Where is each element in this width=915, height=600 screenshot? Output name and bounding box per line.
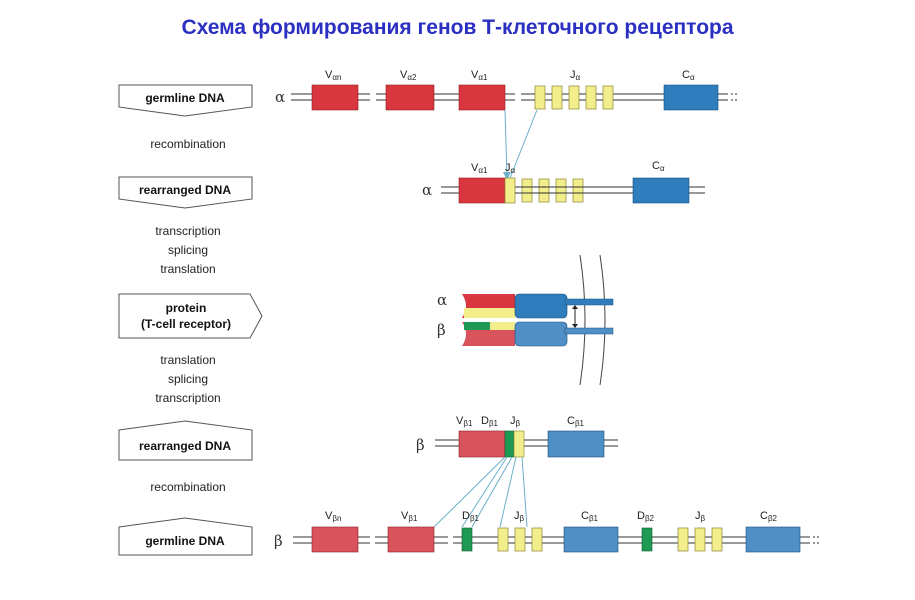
step-translation: translation <box>160 353 216 367</box>
beta-chain-constant <box>514 321 568 347</box>
cell-membrane <box>579 254 586 386</box>
d-beta-2-segment <box>641 527 653 552</box>
beta-recombination-links <box>433 456 528 528</box>
step-splicing: splicing <box>167 372 209 386</box>
label-v-alpha-1: Vα1 <box>471 162 488 175</box>
label-v-alpha-1: Vα1 <box>471 69 488 82</box>
j-beta-1-segments <box>497 527 543 552</box>
step-transcription: transcription <box>155 224 221 238</box>
beta-rearranged-row: β Vβ1 Dβ1 Jβ Cβ1 <box>416 415 618 458</box>
alpha-recombination-links <box>504 109 538 179</box>
label-j-beta-2: Jβ <box>695 510 706 523</box>
v-alpha-n-segment <box>311 84 359 111</box>
label-v-beta-1: Vβ1 <box>401 510 418 523</box>
c-alpha-segment <box>632 177 690 204</box>
d-beta-1-segment <box>504 430 515 458</box>
v-beta-n-segment <box>311 526 359 553</box>
v-alpha-1-segment <box>458 84 506 111</box>
label-v-alpha-2: Vα2 <box>400 69 417 82</box>
label-v-beta-n: Vβn <box>325 510 341 523</box>
step-transcription: transcription <box>155 391 221 405</box>
label-j-alpha: Jα <box>505 162 516 175</box>
beta-chain-label: β <box>416 436 425 454</box>
page-title: Схема формирования генов Т-клеточного ре… <box>181 16 734 39</box>
label-j-beta: Jβ <box>510 415 521 428</box>
label-c-beta-1: Cβ1 <box>581 510 599 523</box>
d-beta-1-segment <box>461 527 473 552</box>
beta-chain-label: β <box>274 532 283 550</box>
stage-box-rearranged-beta: rearranged DNA <box>118 420 253 461</box>
step-recombination-top: recombination <box>150 137 226 151</box>
stage-box-rearranged-alpha: rearranged DNA <box>118 176 253 209</box>
j-beta-segment <box>513 430 525 458</box>
label-c-beta-2: Cβ2 <box>760 510 778 523</box>
v-alpha-1-segment <box>458 177 506 204</box>
stage-box-germline-beta: germline DNA <box>118 517 253 556</box>
alpha-chain-constant <box>514 293 568 319</box>
beta-chain-label: β <box>437 321 446 339</box>
j-alpha-segments <box>534 85 614 110</box>
stage-label-line2: (T-cell receptor) <box>141 317 231 331</box>
label-v-beta-1: Vβ1 <box>456 415 473 428</box>
stage-box-protein: protein (T-cell receptor) <box>118 293 263 339</box>
j-alpha-segments <box>504 177 584 204</box>
stage-label: rearranged DNA <box>139 183 231 197</box>
label-c-alpha: Cα <box>682 69 695 82</box>
stage-label: germline DNA <box>145 91 225 105</box>
step-translation: translation <box>160 262 216 276</box>
v-beta-1-segment <box>458 430 506 458</box>
alpha-chain-label: α <box>422 181 432 199</box>
stage-label: germline DNA <box>145 534 225 548</box>
c-beta-1-segment <box>563 526 619 553</box>
alpha-rearranged-row: α Vα1 Jα Cα <box>422 160 705 204</box>
label-d-beta-2: Dβ2 <box>637 510 655 523</box>
step-expression-down: transcription splicing translation <box>120 222 256 279</box>
arrow-head-icon <box>503 172 511 180</box>
label-v-alpha-n: Vαn <box>325 69 341 82</box>
label-j-beta-1: Jβ <box>514 510 525 523</box>
j-beta-2-segments <box>677 527 723 552</box>
alpha-chain-label: α <box>437 291 447 309</box>
alpha-germline-row: α Vαn Vα2 Vα1 Jα Cα <box>275 69 738 111</box>
stage-box-germline-alpha: germline DNA <box>118 84 253 117</box>
c-beta-1-segment <box>547 430 605 458</box>
label-d-beta-1: Dβ1 <box>462 510 480 523</box>
step-splicing: splicing <box>167 243 209 257</box>
c-beta-2-segment <box>745 526 801 553</box>
stage-label: protein <box>166 301 207 315</box>
alpha-chain-label: α <box>275 88 285 106</box>
stage-label: rearranged DNA <box>139 439 231 453</box>
v-beta-1-segment <box>387 526 435 553</box>
v-alpha-2-segment <box>385 84 435 111</box>
step-recombination-bottom: recombination <box>150 480 226 494</box>
label-j-alpha: Jα <box>570 69 581 82</box>
c-alpha-segment <box>663 84 719 111</box>
label-c-alpha: Cα <box>652 160 665 173</box>
step-expression-up: translation splicing transcription <box>120 351 256 408</box>
tcr-protein: α β <box>437 254 614 386</box>
beta-germline-row: β Vβn Vβ1 Dβ1 Jβ Cβ1 Dβ2 Jβ <box>274 510 820 553</box>
label-d-beta-1: Dβ1 <box>481 415 499 428</box>
label-c-beta-1: Cβ1 <box>567 415 585 428</box>
